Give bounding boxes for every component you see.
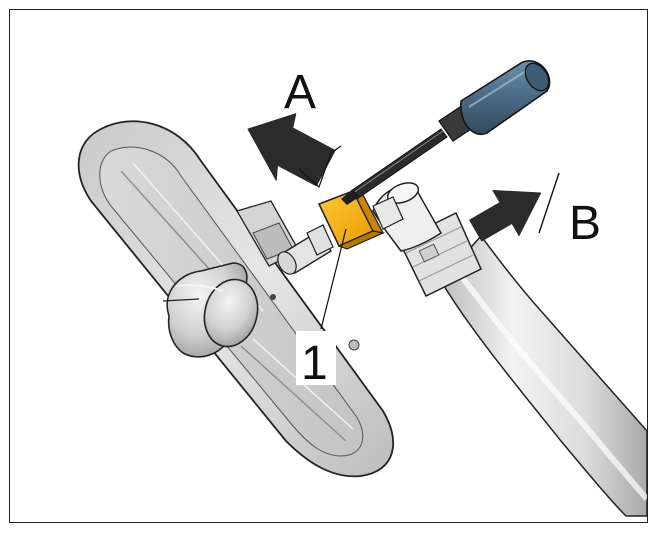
hose-removal-illustration: A B 1 [77,60,647,517]
illustration-frame: A B 1 [9,9,648,523]
arrow-up-left-icon [247,113,342,189]
callout-number: 1 [301,337,328,390]
callout-leader-line [320,228,347,330]
retaining-clip [306,189,404,256]
label-b: B [569,197,601,250]
hose [440,234,647,517]
label-a: A [284,66,316,119]
callout-box [296,331,336,385]
adjustment-knob [162,262,259,358]
screwdriver-icon [341,60,551,205]
arrow-up-right-icon [469,172,560,242]
